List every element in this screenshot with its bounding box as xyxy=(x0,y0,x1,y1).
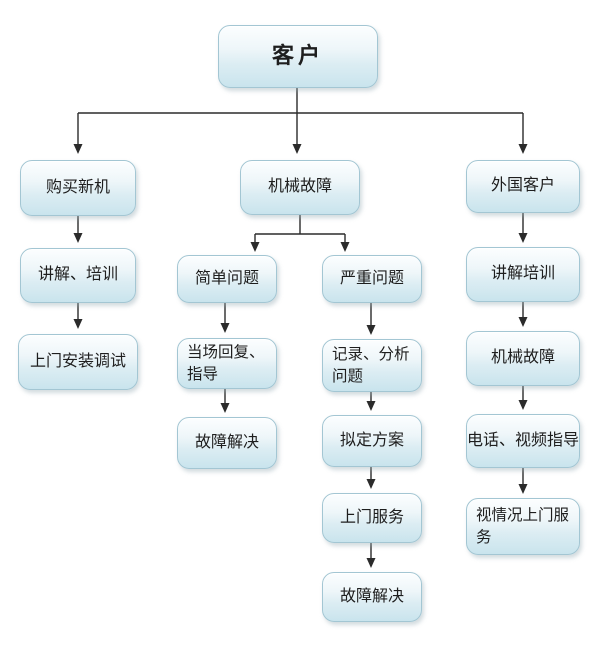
node-explain-training-2: 讲解培训 xyxy=(466,247,580,302)
node-phone-video-guide: 电话、视频指导 xyxy=(466,414,580,468)
node-onspot-reply-guide: 当场回复、指导 xyxy=(177,338,277,389)
node-mechanical-failure-2: 机械故障 xyxy=(466,331,580,386)
node-fault-resolved-2: 故障解决 xyxy=(322,572,422,622)
node-onsite-service-as-needed: 视情况上门服务 xyxy=(466,498,580,555)
node-fault-resolved-1: 故障解决 xyxy=(177,417,277,469)
node-customer: 客户 xyxy=(218,25,378,88)
node-onsite-service: 上门服务 xyxy=(322,493,422,543)
node-explain-training: 讲解、培训 xyxy=(20,248,136,303)
node-foreign-customer: 外国客户 xyxy=(466,160,580,213)
node-simple-problem: 简单问题 xyxy=(177,255,277,303)
node-mechanical-failure: 机械故障 xyxy=(240,160,360,215)
node-buy-new-machine: 购买新机 xyxy=(20,160,136,216)
node-onsite-install-debug: 上门安装调试 xyxy=(18,334,138,390)
node-draft-plan: 拟定方案 xyxy=(322,415,422,467)
node-serious-problem: 严重问题 xyxy=(322,255,422,303)
node-record-analyze-problem: 记录、分析问题 xyxy=(322,339,422,392)
